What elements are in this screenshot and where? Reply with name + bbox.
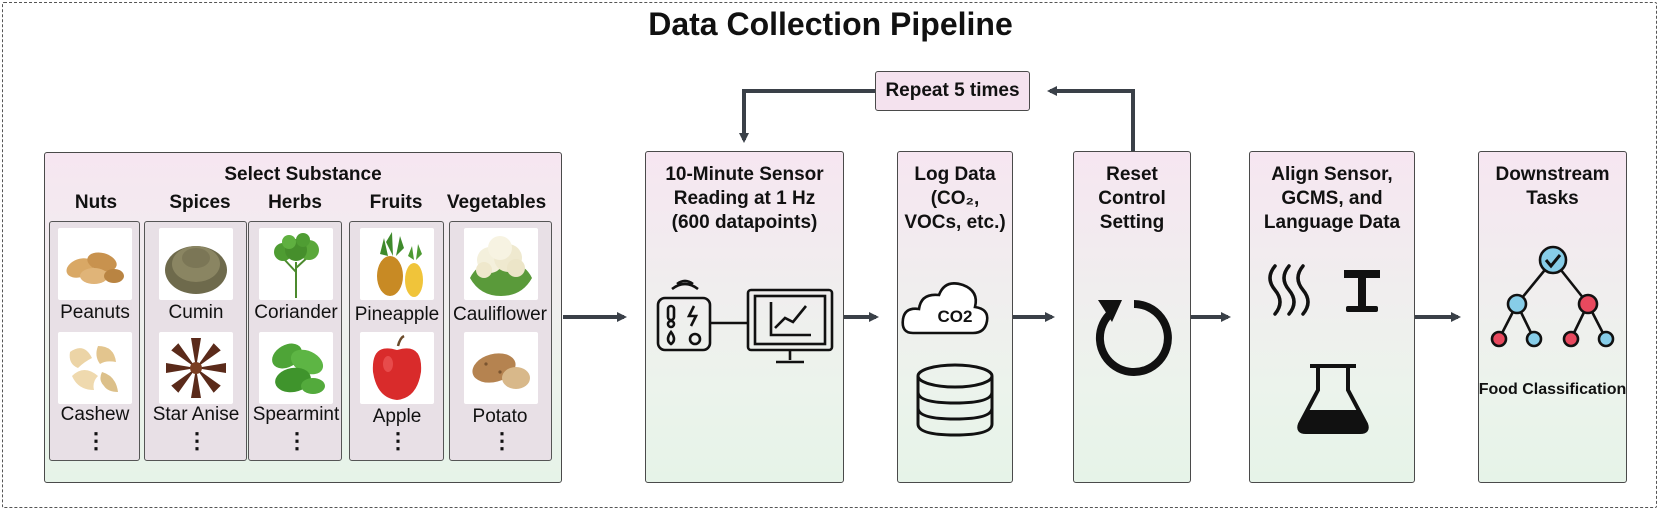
item-peanuts-label: Peanuts: [60, 302, 130, 323]
pineapple-image: [360, 228, 434, 300]
co2-cloud-icon: [901, 282, 989, 335]
loop-arrow-repeat-to-sensor: [739, 89, 875, 143]
category-herbs-column: Coriander Spearmint ⋮: [248, 221, 342, 461]
wireless-sensor-icon: [656, 279, 712, 352]
category-spices-heading: Spices: [169, 192, 231, 213]
item-cauliflower-label: Cauliflower: [453, 304, 547, 325]
food-classification-label: Food Classification: [1478, 381, 1627, 398]
align-data-title: Align Sensor, GCMS, and Language Data: [1263, 164, 1401, 233]
monitor-chart-icon: [746, 288, 834, 364]
potato-image: [464, 332, 538, 404]
select-substance-title: Select Substance: [224, 164, 382, 185]
cashew-image: [58, 332, 132, 404]
peanuts-image: [58, 228, 132, 300]
cumin-image: [159, 228, 233, 300]
co2-cloud-text: CO2: [938, 307, 973, 326]
item-apple-label: Apple: [372, 406, 422, 427]
category-nuts-heading: Nuts: [74, 192, 118, 213]
spearmint-image: [259, 332, 333, 404]
category-fruits-heading: Fruits: [369, 192, 423, 213]
star-anise-image: [159, 332, 233, 404]
text-icon: [1344, 270, 1380, 312]
vapor-icon: [1268, 264, 1310, 316]
item-coriander-label: Coriander: [254, 302, 338, 323]
category-vegetables-column: Cauliflower Potato ⋮: [449, 221, 552, 461]
item-cashew-label: Cashew: [60, 404, 130, 425]
refresh-arrowhead: [1098, 300, 1122, 322]
repeat-loop-label: Repeat 5 times: [875, 71, 1030, 111]
log-data-title: Log Data (CO₂, VOCs, etc.): [904, 164, 1006, 233]
downstream-tasks-stage: Downstream Tasks: [1478, 151, 1627, 483]
category-vegetables-heading: Vegetables: [446, 192, 547, 213]
database-icon: [916, 363, 994, 437]
sensor-reading-stage: 10-Minute Sensor Reading at 1 Hz (600 da…: [645, 151, 844, 483]
decision-tree-icon: [1490, 245, 1615, 348]
downstream-tasks-title: Downstream Tasks: [1495, 164, 1610, 209]
item-potato-label: Potato: [472, 406, 528, 427]
category-herbs-heading: Herbs: [268, 192, 322, 213]
category-fruits-column: Pineapple Apple ⋮: [349, 221, 444, 461]
reset-control-stage: Reset Control Setting: [1073, 151, 1191, 483]
cauliflower-image: [464, 228, 538, 300]
loop-arrow-reset-to-repeat: [1047, 86, 1135, 151]
item-star-anise-label: Star Anise: [152, 404, 240, 425]
refresh-icon: [1095, 300, 1172, 376]
category-spices-column: Cumin Star Anise ⋮: [144, 221, 247, 461]
category-nuts-column: Peanuts Cashew ⋮: [49, 221, 140, 461]
diagram-title: Data Collection Pipeline: [648, 6, 1013, 42]
item-cumin-label: Cumin: [168, 302, 224, 323]
item-pineapple-label: Pineapple: [354, 304, 440, 325]
apple-image: [360, 332, 434, 404]
reset-control-title: Reset Control Setting: [1098, 164, 1166, 233]
item-spearmint-label: Spearmint: [252, 404, 340, 425]
sensor-reading-title: 10-Minute Sensor Reading at 1 Hz (600 da…: [665, 164, 824, 233]
coriander-image: [259, 228, 333, 300]
flask-liquid: [1299, 410, 1367, 432]
